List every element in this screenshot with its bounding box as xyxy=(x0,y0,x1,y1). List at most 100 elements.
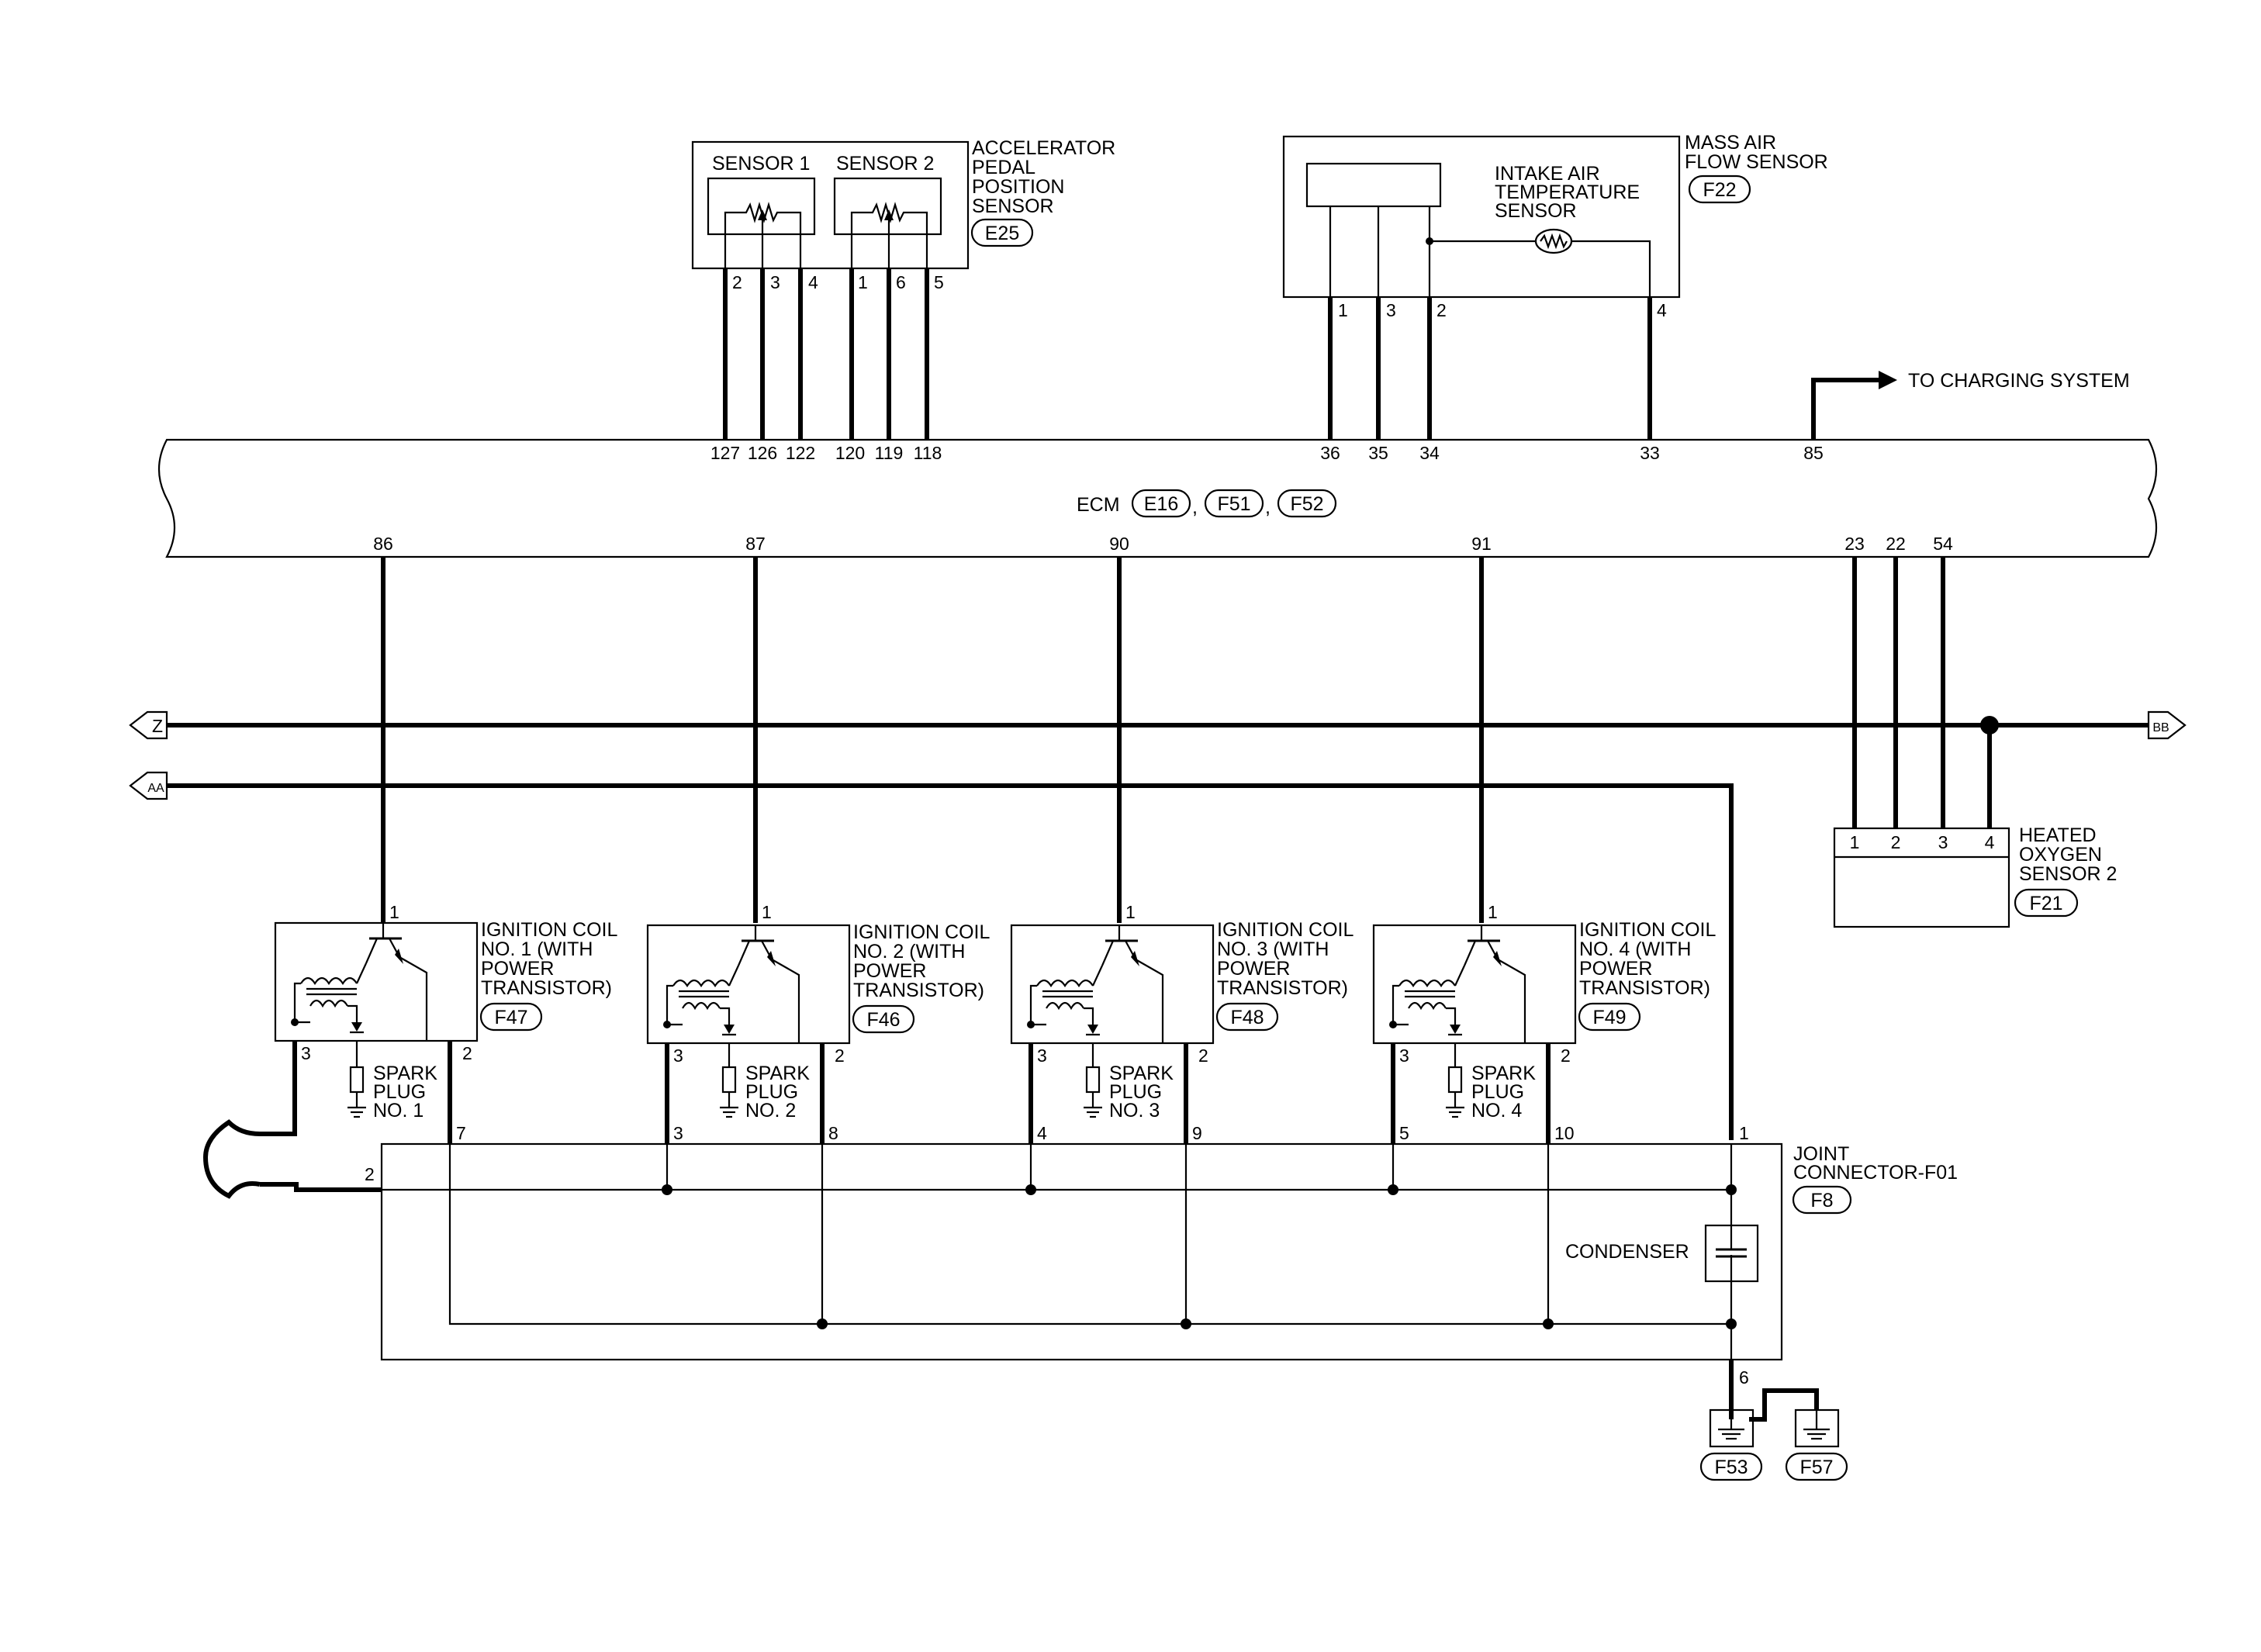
charging-label: TO CHARGING SYSTEM xyxy=(1908,370,2130,392)
maf-title: FLOW SENSOR xyxy=(1685,151,1828,173)
svg-text:3: 3 xyxy=(1037,1045,1047,1066)
ground-connections: F53 F57 xyxy=(1699,1360,1848,1481)
coil-title: TRANSISTOR) xyxy=(1579,977,1710,999)
coil-title: POWER xyxy=(1217,958,1290,980)
ecm-connector-label: F51 xyxy=(1217,493,1250,515)
ecm-pin: 33 xyxy=(1640,443,1660,463)
spark-plug-label: PLUG xyxy=(373,1081,426,1103)
svg-text:2: 2 xyxy=(1198,1045,1208,1066)
coil-connector: F47 xyxy=(494,1007,527,1028)
ecm-connector-label: E16 xyxy=(1144,493,1178,515)
ecm-pin: 127 xyxy=(710,443,740,463)
aps-pin: 3 xyxy=(770,272,780,292)
maf-pin: 3 xyxy=(1386,300,1396,320)
ecm-connector-badge: E16 xyxy=(1131,489,1191,518)
ecm-label: ECM xyxy=(1077,494,1120,516)
ecm-pin: 36 xyxy=(1320,443,1340,463)
svg-text:2: 2 xyxy=(1561,1045,1571,1066)
ignition-coil-4: 1 3 2 IGNITION COIL NO. 4 (WITH POWER TR… xyxy=(1372,902,1716,1121)
ecm-pin: 23 xyxy=(1844,534,1865,554)
svg-text:AA: AA xyxy=(147,782,164,795)
mass-air-flow-sensor: MASS AIR FLOW SENSOR F22 INTAKE AIR TEMP… xyxy=(1282,132,1828,463)
thermistor-icon xyxy=(1534,228,1573,254)
spark-plug-icon xyxy=(347,1041,366,1118)
ecm-pin: 54 xyxy=(1933,534,1953,554)
coil-icon xyxy=(663,965,739,1036)
coil-title: TRANSISTOR) xyxy=(853,980,984,1001)
coil-title: IGNITION COIL xyxy=(1217,919,1354,941)
coil-title: POWER xyxy=(853,960,926,982)
ground-connector: F53 xyxy=(1714,1457,1748,1478)
coil-title: TRANSISTOR) xyxy=(1217,977,1348,999)
svg-text:1: 1 xyxy=(389,902,399,922)
transistor-icon xyxy=(1101,925,1164,1043)
coil-connector: F49 xyxy=(1592,1007,1626,1028)
iat-label: TEMPERATURE xyxy=(1495,181,1640,203)
ecm-connector-label: F52 xyxy=(1290,493,1323,515)
o2-title: HEATED xyxy=(2019,824,2097,846)
coil-title: NO. 3 (WITH xyxy=(1217,938,1329,960)
ecm-bottom-pins: 86 87 90 91 23 22 54 xyxy=(373,534,1953,554)
coil-title: IGNITION COIL xyxy=(853,921,990,943)
connector-z-icon: Z xyxy=(129,710,168,740)
charging-system-link: TO CHARGING SYSTEM 85 xyxy=(1803,370,2129,463)
maf-title: MASS AIR xyxy=(1685,132,1776,154)
coil-icon xyxy=(1389,965,1465,1036)
maf-pin: 4 xyxy=(1657,300,1667,320)
maf-pin: 1 xyxy=(1338,300,1348,320)
ecm-pin: 126 xyxy=(748,443,777,463)
spark-plug-label: NO. 1 xyxy=(373,1100,424,1121)
spark-plug-label: NO. 2 xyxy=(745,1100,796,1121)
coil-title: NO. 4 (WITH xyxy=(1579,938,1691,960)
ecm-block: ECM E16 , F51 , F52 xyxy=(157,438,2158,558)
joint-title: CONNECTOR-F01 xyxy=(1793,1162,1958,1184)
spark-plug-icon xyxy=(1446,1043,1464,1118)
aps-pin: 6 xyxy=(896,272,906,292)
iat-label: INTAKE AIR xyxy=(1495,163,1600,185)
svg-text:3: 3 xyxy=(673,1045,683,1066)
svg-text:7: 7 xyxy=(456,1123,466,1143)
svg-text:6: 6 xyxy=(1739,1367,1749,1388)
svg-text:1: 1 xyxy=(1125,902,1136,922)
potentiometer-icon xyxy=(850,202,928,234)
ground-connector: F57 xyxy=(1799,1457,1833,1478)
svg-text:2: 2 xyxy=(835,1045,845,1066)
aps-pin: 1 xyxy=(858,272,868,292)
spark-plug-icon xyxy=(1084,1043,1102,1118)
svg-text:3: 3 xyxy=(301,1043,311,1063)
svg-text:3: 3 xyxy=(1399,1045,1409,1066)
svg-text:10: 10 xyxy=(1554,1123,1575,1143)
aps-pin: 4 xyxy=(808,272,818,292)
coil-icon xyxy=(291,963,367,1034)
ecm-pin: 87 xyxy=(745,534,766,554)
potentiometer-icon xyxy=(724,202,802,234)
spark-plug-label: PLUG xyxy=(1109,1081,1162,1103)
transistor-icon xyxy=(737,925,800,1043)
aps-sensor1-label: SENSOR 1 xyxy=(712,153,810,175)
svg-text:1: 1 xyxy=(1739,1123,1749,1143)
svg-text:2: 2 xyxy=(365,1164,375,1184)
svg-text:9: 9 xyxy=(1192,1123,1202,1143)
coil-connector: F46 xyxy=(866,1009,900,1031)
spark-plug-label: SPARK xyxy=(1109,1063,1174,1084)
maf-wires xyxy=(1328,297,1652,440)
coil-title: IGNITION COIL xyxy=(1579,919,1716,941)
svg-text:5: 5 xyxy=(1399,1123,1409,1143)
spark-plug-label: PLUG xyxy=(745,1081,798,1103)
ecm-pin: 120 xyxy=(835,443,865,463)
heated-oxygen-sensor-2: 1 2 3 4 HEATED OXYGEN SENSOR 2 F21 xyxy=(1833,557,2117,928)
arrow-right-icon xyxy=(1879,371,1897,389)
connector-bb-icon: BB xyxy=(2147,710,2187,740)
spark-plug-icon xyxy=(720,1043,738,1118)
maf-pin: 2 xyxy=(1436,300,1447,320)
ecm-pin: 85 xyxy=(1803,443,1824,463)
coil-icon xyxy=(1027,965,1103,1036)
ecm-pin: 119 xyxy=(875,443,904,463)
coil-title: POWER xyxy=(1579,958,1652,980)
spark-plug-label: SPARK xyxy=(373,1063,437,1084)
joint-connector: JOINT CONNECTOR-F01 F8 2 7 3 8 4 9 5 10 … xyxy=(365,1123,1958,1388)
ecm-outline xyxy=(157,438,2158,558)
o2-pin: 3 xyxy=(1938,832,1948,852)
ground-icon xyxy=(1709,1408,1755,1448)
o2-title: OXYGEN xyxy=(2019,844,2102,866)
